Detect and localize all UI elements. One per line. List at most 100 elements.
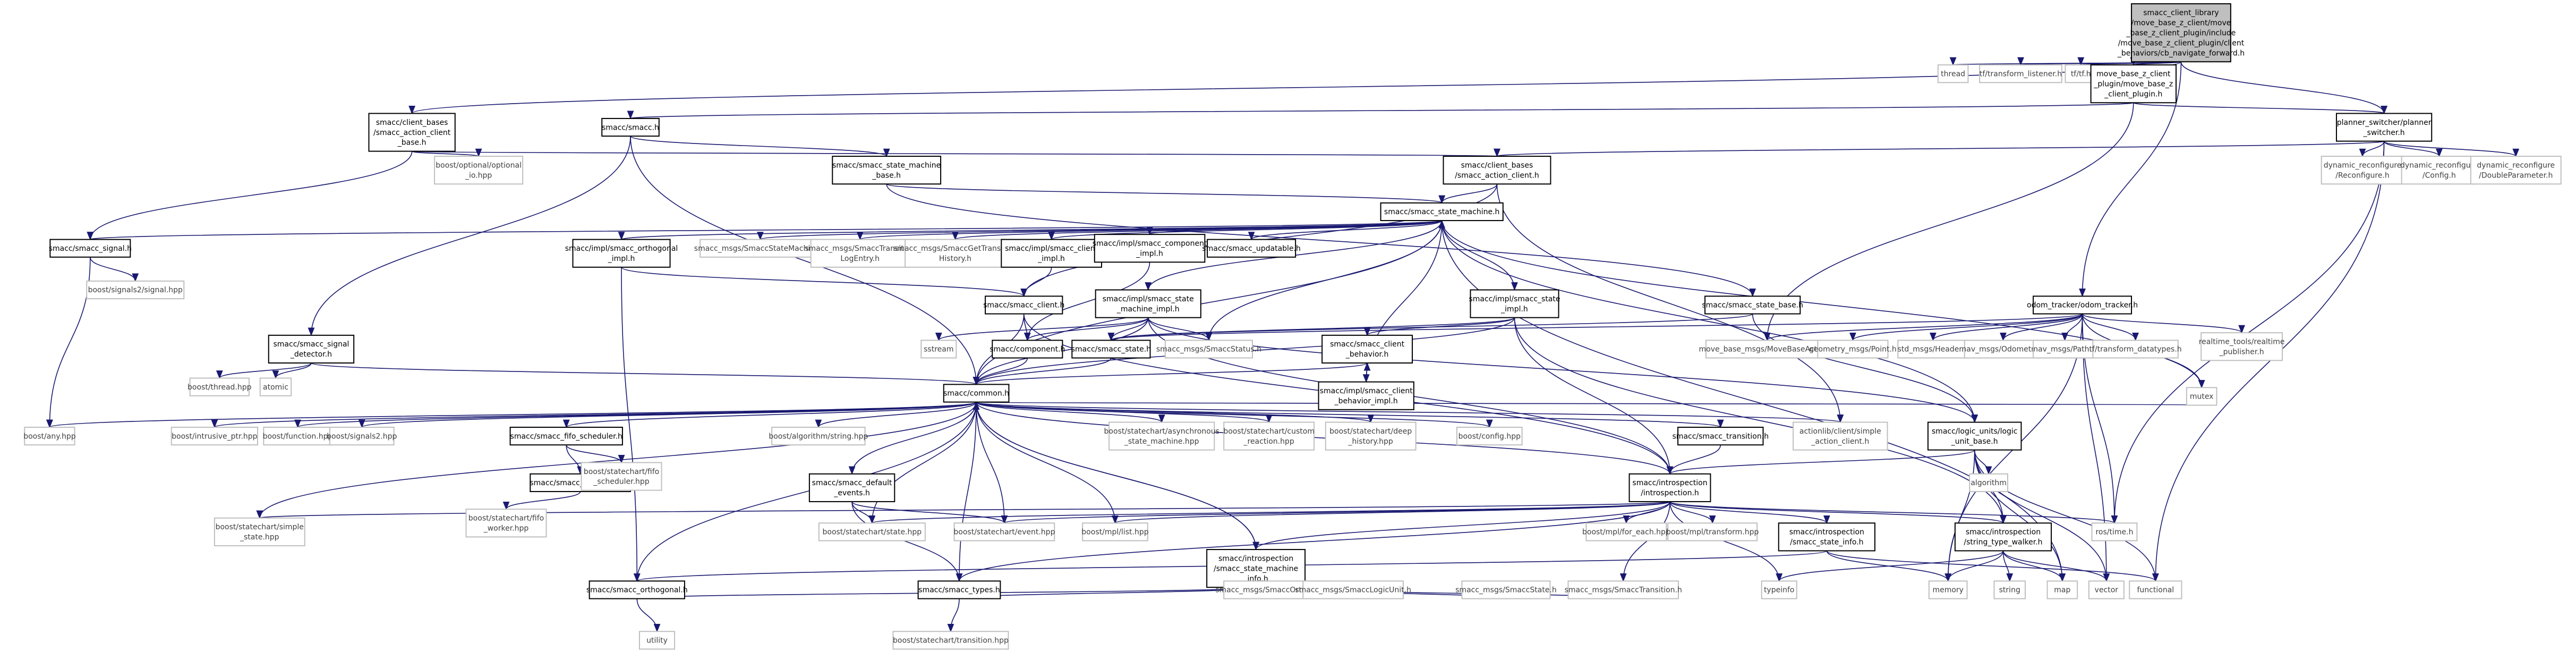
node-mb-action[interactable]: move_base_msgs/MoveBaseAction.h xyxy=(1699,340,1836,359)
node-box[interactable] xyxy=(1443,156,1551,185)
node-boost-config[interactable]: boost/config.hpp xyxy=(1456,427,1523,446)
node-box[interactable] xyxy=(1705,340,1829,359)
node-custom-reaction[interactable]: boost/statechart/custom_reaction.hpp xyxy=(1223,421,1315,451)
node-box[interactable] xyxy=(1927,421,2022,451)
node-box[interactable] xyxy=(818,522,926,542)
node-transition-h[interactable]: smacc/smacc_transition.h xyxy=(1673,427,1769,446)
node-simple-action-client[interactable]: actionlib/client/simple_action_client.h xyxy=(1793,421,1888,451)
node-dyn-double[interactable]: dynamic_reconfigure/DoubleParameter.h xyxy=(2470,156,2562,185)
node-state-info[interactable]: smacc/introspection/smacc_state_info.h xyxy=(1778,522,1875,552)
node-msg-logic[interactable]: smacc_msgs/SmaccLogicUnit.h xyxy=(1295,580,1411,599)
node-box[interactable] xyxy=(1761,580,1797,599)
node-box[interactable] xyxy=(2200,332,2283,361)
node-component[interactable]: smacc/component.h xyxy=(990,340,1065,359)
node-box[interactable] xyxy=(214,517,305,546)
node-signal-detector[interactable]: smacc/smacc_signal_detector.h xyxy=(268,334,355,364)
node-map[interactable]: map xyxy=(2046,580,2078,599)
node-type-walker[interactable]: smacc/introspection/string_type_walker.h xyxy=(1954,522,2052,552)
node-box[interactable] xyxy=(1207,239,1296,258)
node-box[interactable] xyxy=(1461,580,1551,599)
node-introspection[interactable]: smacc/introspection/introspection.h xyxy=(1628,473,1711,502)
node-sc-transition[interactable]: boost/statechart/transition.hpp xyxy=(892,631,1009,650)
node-box[interactable] xyxy=(170,427,258,446)
node-simple-state[interactable]: boost/statechart/simple_state.hpp xyxy=(214,517,305,546)
node-box[interactable] xyxy=(992,340,1063,359)
node-state-machine[interactable]: smacc/smacc_state_machine.h xyxy=(1380,202,1504,222)
node-box[interactable] xyxy=(2470,156,2562,185)
node-box[interactable] xyxy=(189,377,250,396)
node-algo-string[interactable]: boost/algorithm/string.hpp xyxy=(769,427,868,446)
node-std-header[interactable]: std_msgs/Header.h xyxy=(1897,340,1969,359)
node-fifo-sched-hpp[interactable]: boost/statechart/fifo_scheduler.hpp xyxy=(581,462,662,491)
node-box[interactable] xyxy=(588,580,685,599)
node-box[interactable] xyxy=(700,239,821,258)
node-odom-tracker[interactable]: odom_tracker/odom_tracker.h xyxy=(2027,295,2138,315)
node-box[interactable] xyxy=(2186,387,2217,406)
node-state-base[interactable]: smacc/smacc_state_base.h xyxy=(1702,295,1803,315)
node-action-client-base[interactable]: smacc/client_bases/smacc_action_client_b… xyxy=(368,113,456,152)
node-sm-base[interactable]: smacc/smacc_state_machine_base.h xyxy=(832,156,942,185)
node-atomic[interactable]: atomic xyxy=(259,377,292,396)
node-box[interactable] xyxy=(985,295,1063,315)
node-dyn-config[interactable]: dynamic_reconfigure/Config.h xyxy=(2400,156,2478,185)
node-component-impl[interactable]: smacc/impl/smacc_component_impl.h xyxy=(1093,234,1207,263)
node-box[interactable] xyxy=(2401,156,2478,185)
node-string[interactable]: string xyxy=(1993,580,2026,599)
node-box[interactable] xyxy=(905,239,1006,268)
node-box[interactable] xyxy=(329,427,395,446)
node-box[interactable] xyxy=(771,427,866,446)
node-box[interactable] xyxy=(1321,334,1413,364)
node-box[interactable] xyxy=(1318,381,1414,410)
node-sc-state[interactable]: boost/statechart/state.hpp xyxy=(818,522,926,542)
node-client-behavior[interactable]: smacc/smacc_client_behavior.h xyxy=(1321,334,1413,364)
node-box[interactable] xyxy=(1793,421,1888,451)
node-box[interactable] xyxy=(465,509,547,538)
node-box[interactable] xyxy=(49,239,131,258)
node-orthogonal[interactable]: smacc/smacc_orthogonal.h xyxy=(586,580,688,599)
node-deep-history[interactable]: boost/statechart/deep_history.hpp xyxy=(1325,421,1417,451)
node-box[interactable] xyxy=(1778,522,1875,552)
node-box[interactable] xyxy=(1470,289,1559,318)
node-box[interactable] xyxy=(1964,340,2043,359)
node-box[interactable] xyxy=(1969,473,2008,492)
node-action-client[interactable]: smacc/client_bases/smacc_action_client.h xyxy=(1443,156,1551,185)
node-box[interactable] xyxy=(1325,421,1417,451)
node-fifo-worker-hpp[interactable]: boost/statechart/fifo_worker.hpp xyxy=(465,509,547,538)
node-box[interactable] xyxy=(639,631,676,650)
node-algorithm[interactable]: algorithm xyxy=(1969,473,2008,492)
node-box[interactable] xyxy=(1937,64,1969,83)
node-box[interactable] xyxy=(509,427,623,446)
node-box[interactable] xyxy=(1628,473,1711,502)
node-box[interactable] xyxy=(810,239,910,268)
node-signals2-signal[interactable]: boost/signals2/signal.hpp xyxy=(86,280,185,300)
node-smacc-h[interactable]: smacc/smacc.h xyxy=(601,117,660,137)
node-box[interactable] xyxy=(263,427,332,446)
node-box[interactable] xyxy=(2129,580,2182,599)
node-box[interactable] xyxy=(943,384,1010,403)
node-common[interactable]: smacc/common.h xyxy=(943,384,1010,403)
node-box[interactable] xyxy=(259,377,292,396)
node-box[interactable] xyxy=(892,631,1009,650)
node-updatable[interactable]: smacc/smacc_updatable.h xyxy=(1202,239,1301,258)
node-box[interactable] xyxy=(1979,64,2062,83)
node-box[interactable] xyxy=(808,473,895,502)
node-box[interactable] xyxy=(1164,340,1253,359)
node-boost-any[interactable]: boost/any.hpp xyxy=(23,427,76,446)
node-box[interactable] xyxy=(1456,427,1523,446)
node-functional[interactable]: functional xyxy=(2129,580,2182,599)
node-box[interactable] xyxy=(1094,234,1206,263)
node-rt-publisher[interactable]: realtime_tools/realtime_publisher.h xyxy=(2199,332,2285,361)
node-box[interactable] xyxy=(2033,295,2133,315)
node-box[interactable] xyxy=(86,280,185,300)
node-boost-function[interactable]: boost/function.hpp xyxy=(263,427,333,446)
node-dyn-reconf[interactable]: dynamic_reconfigure/Reconfigure.h xyxy=(2321,156,2404,185)
node-box[interactable] xyxy=(268,334,355,364)
node-state-h[interactable]: smacc/smacc_state.h xyxy=(1071,340,1151,359)
node-box[interactable] xyxy=(1223,421,1315,451)
node-types[interactable]: smacc/smacc_types.h xyxy=(917,580,1001,599)
node-optional-io[interactable]: boost/optional/optional_io.hpp xyxy=(434,156,524,185)
node-tf-listener[interactable]: tf/transform_listener.h xyxy=(1979,64,2062,83)
node-box[interactable] xyxy=(920,340,957,359)
